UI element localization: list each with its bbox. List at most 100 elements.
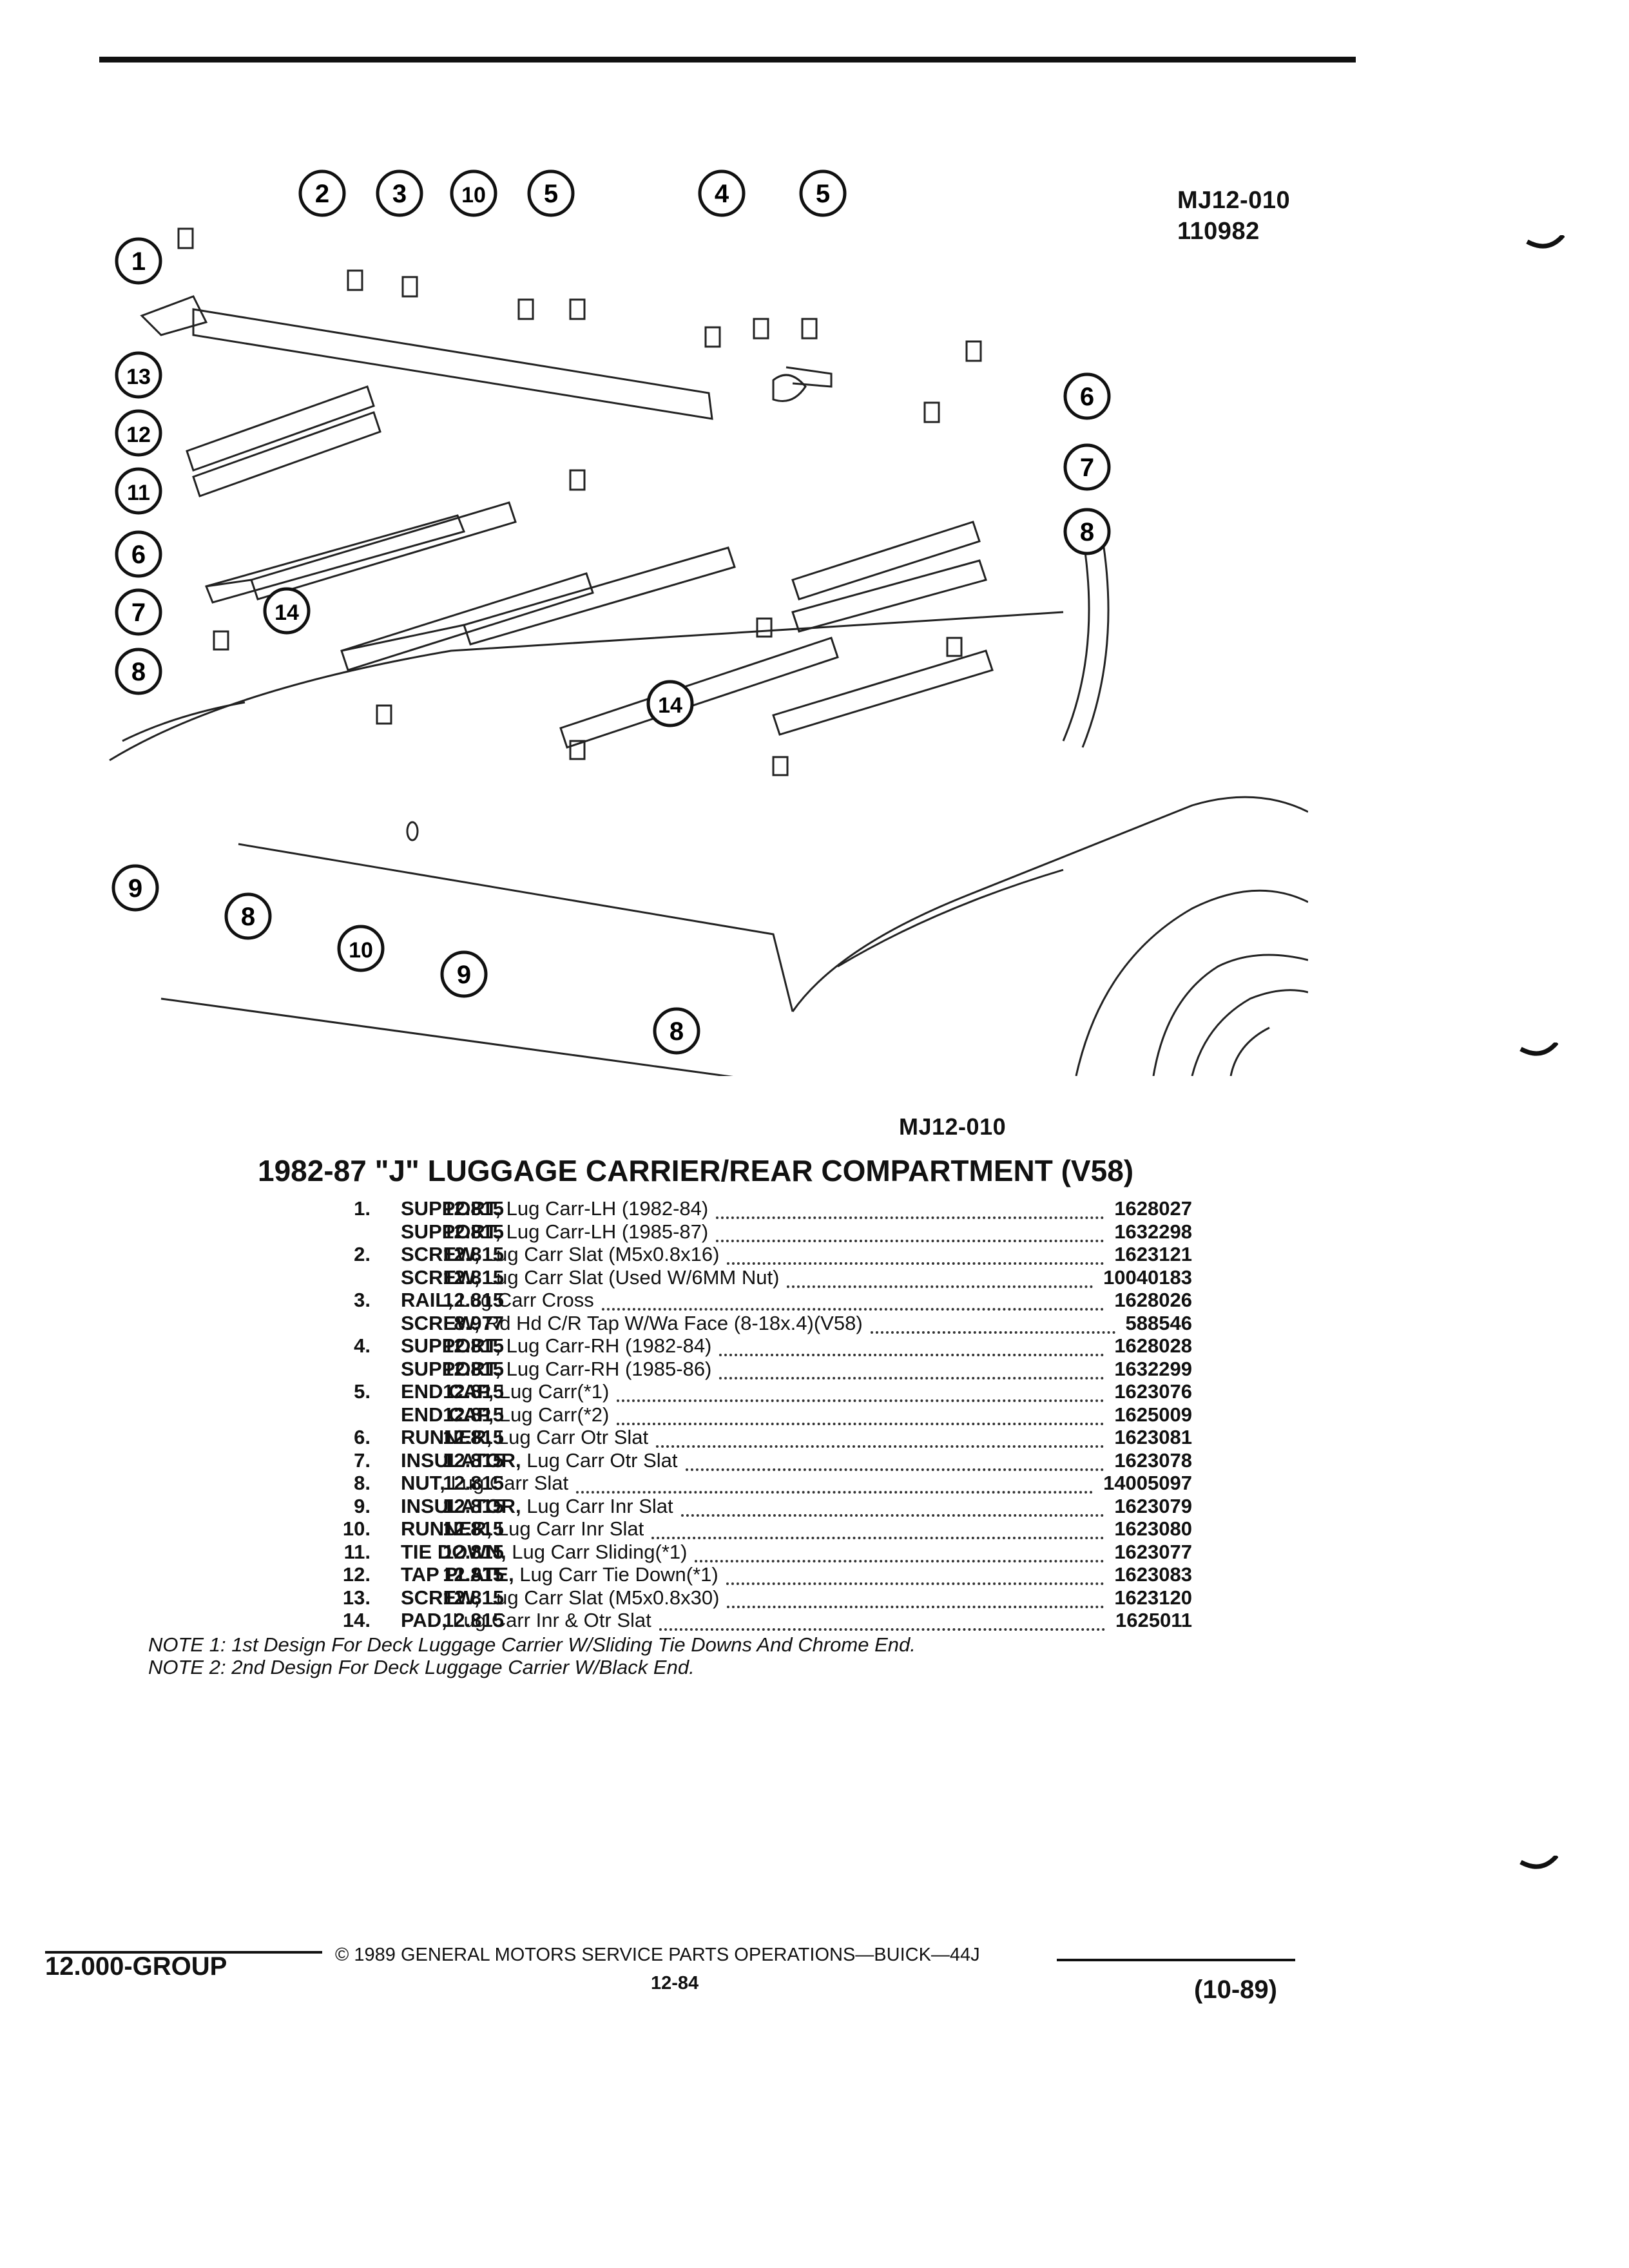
part-name: INSULATOR, [401,1448,521,1472]
callout-label: 3 [392,180,407,208]
callout-label: 12 [126,423,151,447]
footnote: NOTE 2: 2nd Design For Deck Luggage Carr… [148,1656,695,1678]
part-name: SUPPORT, [401,1334,501,1357]
part-name: SUPPORT, [401,1220,501,1243]
part-description: SUPPORT, Lug Carr-LH (1985-87) [401,1220,708,1244]
part-detail: Lug Carr Inr & Otr Slat [447,1609,651,1631]
callout-9: 9 [111,864,159,912]
footer-group: 12.000-GROUP [45,1952,227,1981]
part-number: 1623120 [1109,1586,1192,1610]
group-number: 12.815 [443,1472,504,1494]
part-name: PAD, [401,1609,447,1631]
item-number: 5. [354,1380,371,1403]
callout-14: 14 [263,587,311,635]
callout-14: 14 [646,680,694,727]
slat-drawings [186,385,994,749]
part-description: SUPPORT, Lug Carr-RH (1985-86) [401,1358,711,1381]
margin-tick-mark [1519,1043,1558,1056]
callout-5: 5 [527,169,575,217]
part-detail: Lug Carr-LH (1982-84) [501,1197,709,1220]
part-description: INSULATOR, Lug Carr Inr Slat [401,1495,673,1518]
callout-label: 14 [275,601,299,625]
dot-leader [617,1380,1104,1402]
section-title: 1982-87 "J" LUGGAGE CARRIER/REAR COMPART… [258,1154,1134,1187]
part-number: 1623083 [1109,1563,1192,1586]
part-detail: Lug Carr Inr Slat [492,1517,644,1540]
dot-leader [602,1289,1104,1311]
part-name: INSULATOR, [401,1494,521,1517]
callout-8: 8 [115,648,162,695]
callout-8: 8 [224,892,272,940]
group-number: 12.815 [443,1265,504,1289]
callout-8: 8 [653,1007,700,1055]
dot-leader [656,1426,1104,1448]
part-description: SCREW, Lug Carr Slat (Used W/6MM Nut) [401,1266,779,1289]
callout-label: 5 [544,180,558,208]
dot-leader [659,1609,1105,1631]
dot-leader [716,1220,1104,1242]
part-detail: Lug Carr-RH (1985-86) [501,1357,712,1380]
callout-3: 3 [376,169,423,217]
item-number: 4. [354,1334,371,1357]
part-number: 1623080 [1109,1517,1192,1541]
part-description: SCREW, Lug Carr Slat (M5x0.8x30) [401,1586,719,1610]
callout-label: 10 [461,183,486,207]
group-number: 12.815 [443,1494,504,1517]
part-name: SCREW, [401,1243,480,1265]
group-number: 12.815 [443,1220,504,1243]
dot-leader [719,1334,1104,1356]
part-description: PAD, Lug Carr Inr & Otr Slat [401,1609,651,1632]
part-detail: Lug Carr Otr Slat [521,1448,678,1472]
margin-tick-mark [1526,235,1565,249]
footnote: NOTE 1: 1st Design For Deck Luggage Carr… [148,1633,916,1656]
callout-6: 6 [115,530,162,578]
part-description: TAP PLATE, Lug Carr Tie Down(*1) [401,1563,718,1586]
part-detail: Lug Carr(*2) [494,1403,610,1426]
callout-2: 2 [298,169,346,217]
part-name: TIE DOWN, [401,1540,506,1563]
callout-label: 8 [1080,518,1094,546]
part-detail: Lug Carr Sliding(*1) [506,1540,688,1563]
part-detail: Lug Carr Cross [452,1289,594,1311]
part-description: SCREW, Rd Hd C/R Tap W/Wa Face (8-18x.4)… [401,1312,863,1335]
callout-label: 9 [128,874,142,903]
part-description: TIE DOWN, Lug Carr Sliding(*1) [401,1541,687,1564]
callout-6: 6 [1063,372,1111,420]
footer-rule-left [45,1951,322,1954]
callout-label: 2 [315,180,329,208]
part-number: 1623078 [1109,1448,1192,1472]
group-number: 12.815 [443,1540,504,1563]
dot-leader [726,1563,1104,1585]
part-number: 1628028 [1109,1334,1192,1358]
callout-4: 4 [698,169,746,217]
group-number: 12.815 [443,1289,504,1311]
part-number: 588546 [1120,1311,1192,1335]
part-name: SUPPORT, [401,1357,501,1380]
callout-label: 4 [715,180,729,208]
footer-page-number: 12-84 [651,1973,699,1994]
callout-label: 11 [127,481,150,505]
callout-1: 1 [115,237,162,285]
fastener-drawings [177,227,982,776]
part-name: SCREW, [401,1265,480,1289]
group-number: 12.815 [443,1448,504,1472]
group-number: 12.815 [443,1517,504,1540]
dot-leader [871,1312,1115,1334]
part-description: RUNNER, Lug Carr Inr Slat [401,1517,644,1541]
callout-10: 10 [450,169,497,217]
part-detail: Lug Carr Inr Slat [521,1494,673,1517]
dot-leader [727,1243,1104,1265]
group-number: 12.815 [443,1586,504,1609]
callout-label: 13 [126,365,151,389]
footer-rule-right [1057,1959,1295,1961]
part-number: 1623077 [1109,1540,1192,1564]
part-description: RAIL, Lug Carr Cross [401,1289,594,1312]
